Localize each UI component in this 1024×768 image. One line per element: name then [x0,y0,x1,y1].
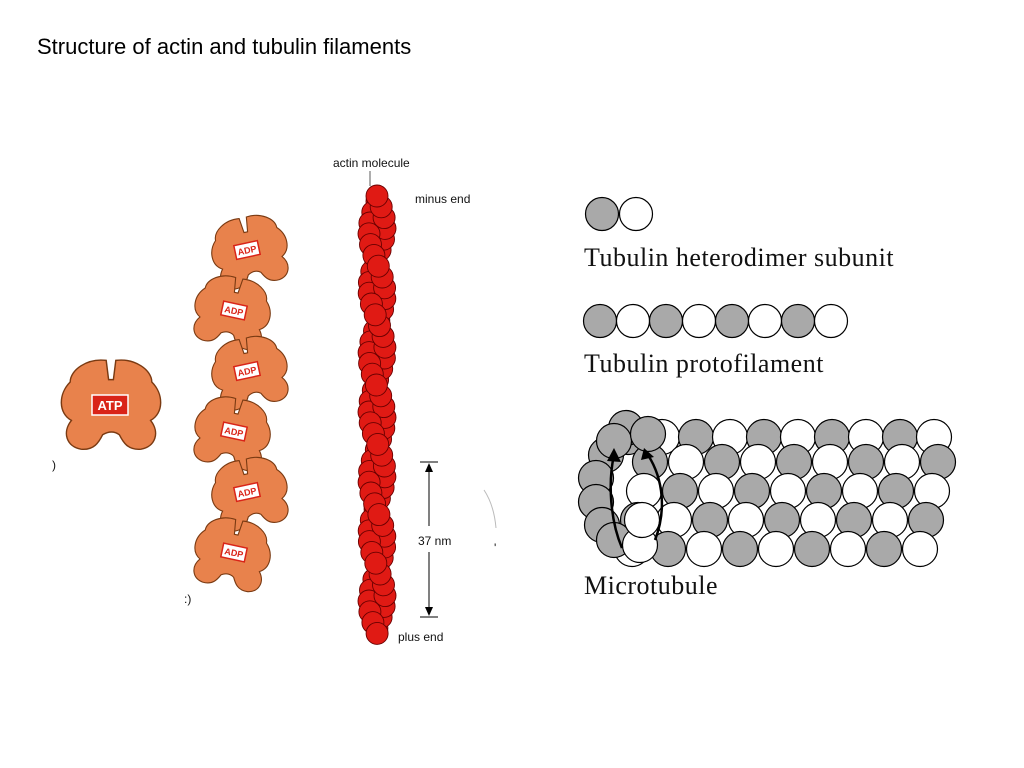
atp-label: ATP [97,398,122,413]
tubulin-subunit [901,530,939,568]
adp-label: ADP [224,546,245,560]
heterodimer-label: Tubulin heterodimer subunit [584,243,894,272]
actin-bead [365,184,389,208]
tubulin-subunit [793,530,831,568]
alpha-tubulin-subunit [584,196,620,232]
adp-label: ADP [237,244,258,258]
adp-nucleotide-box [232,360,262,382]
actin-bead [365,621,389,645]
stray-mark-1: ) [52,458,56,472]
tubulin-subunit [623,501,661,539]
actin-bead [364,373,388,397]
stray-mark-3: ' [494,541,496,555]
adp-nucleotide-box [232,239,262,261]
tubulin-subunit [757,530,795,568]
repeat-distance-label: 37 nm [418,534,451,548]
actin-subunit: ADP [204,330,295,414]
actin-subunit: ADP [187,390,278,475]
actin-bead [364,551,388,575]
alpha-tubulin-subunit [648,303,684,339]
actin-bead [366,254,390,278]
atp-nucleotide-box: ATP [91,394,129,416]
tubulin-subunit [829,530,867,568]
faint-line-mark [483,489,497,529]
helix-arrows [607,448,664,549]
tubulin-subunit [721,530,759,568]
actin-bead [366,432,390,456]
tubulin-subunit [629,415,667,453]
adp-nucleotide-box [232,481,262,503]
beta-tubulin-subunit [813,303,849,339]
microtubule-label: Microtubule [584,571,718,600]
adp-label: ADP [237,365,258,379]
tubulin-heterodimer [584,196,654,232]
alpha-tubulin-subunit [780,303,816,339]
alpha-tubulin-subunit [714,303,750,339]
actin-subunit: ADP [187,269,278,354]
actin-bead [363,303,387,327]
alpha-tubulin-subunit [582,303,618,339]
adp-label: ADP [224,304,245,318]
beta-tubulin-subunit [681,303,717,339]
actin-subunit: ADP [204,209,295,293]
adp-nucleotide-box [219,421,249,442]
actin-monomer: ATP [60,359,162,451]
actin-subunit: ADP [204,451,295,535]
adp-label: ADP [237,486,258,500]
minus-end-label: minus end [415,192,470,206]
tubulin-subunit [685,530,723,568]
protofilament-label: Tubulin protofilament [584,349,824,378]
beta-tubulin-subunit [618,196,654,232]
actin-molecule-label: actin molecule [333,156,410,170]
actin-bead [367,503,391,527]
actin-subunit: ADP [187,511,278,596]
microtubule [577,409,957,568]
plus-end-label: plus end [398,630,443,644]
beta-tubulin-subunit [615,303,651,339]
adp-label: ADP [224,425,245,439]
slide-title: Structure of actin and tubulin filaments [37,34,412,59]
adp-nucleotide-box [219,542,249,563]
dimension-marker [420,461,438,618]
tubulin-protofilament [582,303,849,339]
actin-subunit-stack: ADP ADP ADP ADP ADP ADP [187,209,295,596]
actin-filament [357,184,397,645]
tubulin-subunit [865,530,903,568]
stray-mark-2: :) [184,592,191,606]
beta-tubulin-subunit [747,303,783,339]
adp-nucleotide-box [219,300,249,321]
